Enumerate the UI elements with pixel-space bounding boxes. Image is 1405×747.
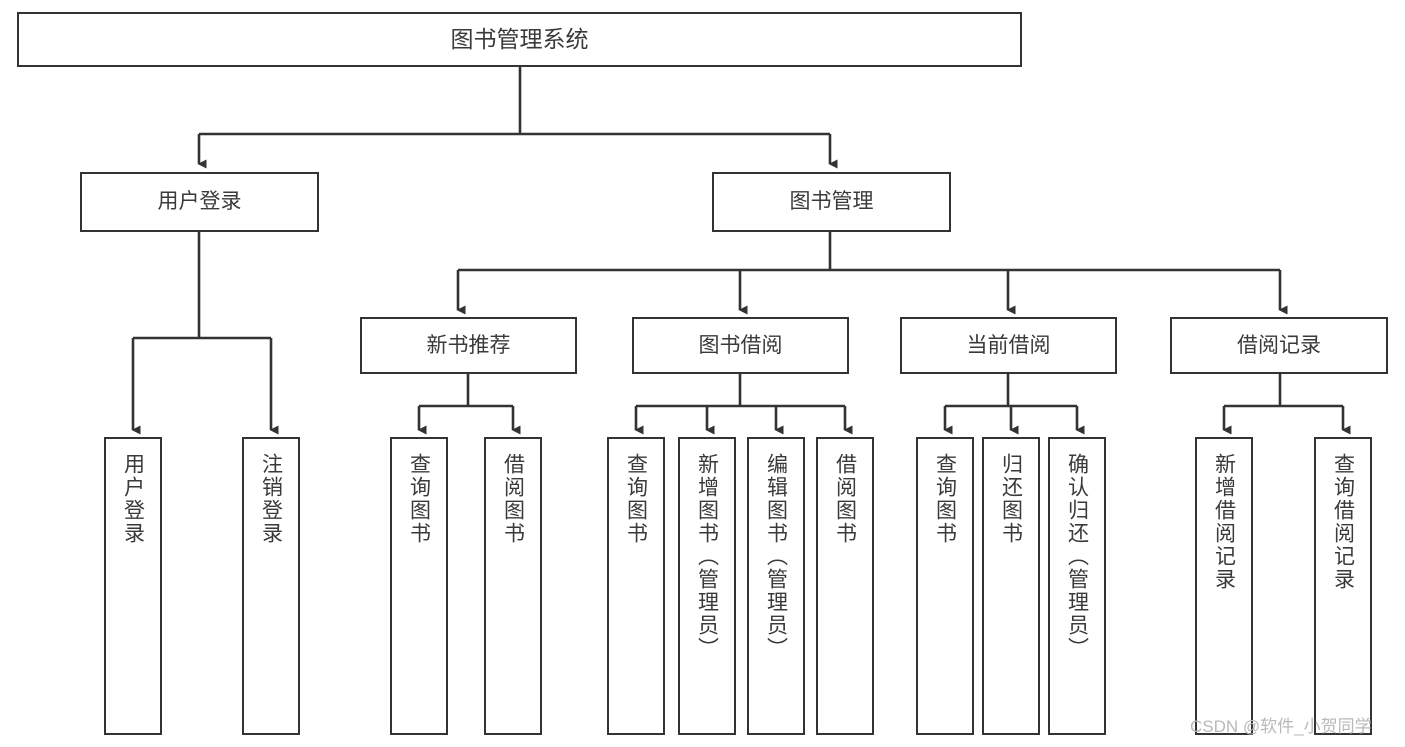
leaf-user-login-logout[interactable]: 注销登录: [242, 437, 300, 735]
leaf-borrow-record-add[interactable]: 新增借阅记录: [1195, 437, 1253, 735]
leaf-book-borrow-add[interactable]: 新增图书（管理员）: [678, 437, 736, 735]
node-label: 用户登录: [121, 453, 145, 545]
node-user-login[interactable]: 用户登录: [80, 172, 319, 232]
node-label: 查询图书: [624, 453, 648, 545]
leaf-book-borrow-query[interactable]: 查询图书: [607, 437, 665, 735]
node-label: 新增借阅记录: [1212, 453, 1236, 591]
node-label: 图书借阅: [698, 333, 783, 357]
node-label: 当前借阅: [966, 333, 1051, 357]
node-label: 注销登录: [259, 453, 283, 545]
node-label: 查询图书: [407, 453, 431, 545]
leaf-current-borrow-query[interactable]: 查询图书: [916, 437, 974, 735]
leaf-current-borrow-return[interactable]: 归还图书: [982, 437, 1040, 735]
node-new-book-recommend[interactable]: 新书推荐: [360, 317, 577, 374]
node-book-borrow[interactable]: 图书借阅: [632, 317, 849, 374]
node-label: 图书管理: [789, 190, 874, 214]
leaf-user-login-login[interactable]: 用户登录: [104, 437, 162, 735]
node-label: 查询借阅记录: [1331, 453, 1355, 591]
node-label: 归还图书: [999, 453, 1023, 545]
node-root-system[interactable]: 图书管理系统: [17, 12, 1022, 67]
node-label: 编辑图书（管理员）: [764, 453, 788, 660]
node-label: 确认归还（管理员）: [1065, 453, 1089, 660]
node-label: 借阅图书: [833, 453, 857, 545]
node-label: 用户登录: [157, 190, 242, 214]
node-current-borrow[interactable]: 当前借阅: [900, 317, 1117, 374]
leaf-new-book-query[interactable]: 查询图书: [390, 437, 448, 735]
leaf-book-borrow-edit[interactable]: 编辑图书（管理员）: [747, 437, 805, 735]
leaf-book-borrow-borrow[interactable]: 借阅图书: [816, 437, 874, 735]
node-label: 图书管理系统: [450, 26, 589, 53]
leaf-new-book-borrow[interactable]: 借阅图书: [484, 437, 542, 735]
node-label: 借阅记录: [1237, 333, 1321, 357]
node-borrow-record[interactable]: 借阅记录: [1170, 317, 1388, 374]
node-label: 新书推荐: [426, 333, 511, 357]
leaf-current-borrow-confirm-return[interactable]: 确认归还（管理员）: [1048, 437, 1106, 735]
node-label: 新增图书（管理员）: [695, 453, 719, 660]
watermark-text: CSDN @软件_小贺同学: [1190, 717, 1372, 736]
node-book-management[interactable]: 图书管理: [712, 172, 951, 232]
leaf-borrow-record-query[interactable]: 查询借阅记录: [1314, 437, 1372, 735]
node-label: 查询图书: [933, 453, 957, 545]
node-label: 借阅图书: [501, 453, 525, 545]
